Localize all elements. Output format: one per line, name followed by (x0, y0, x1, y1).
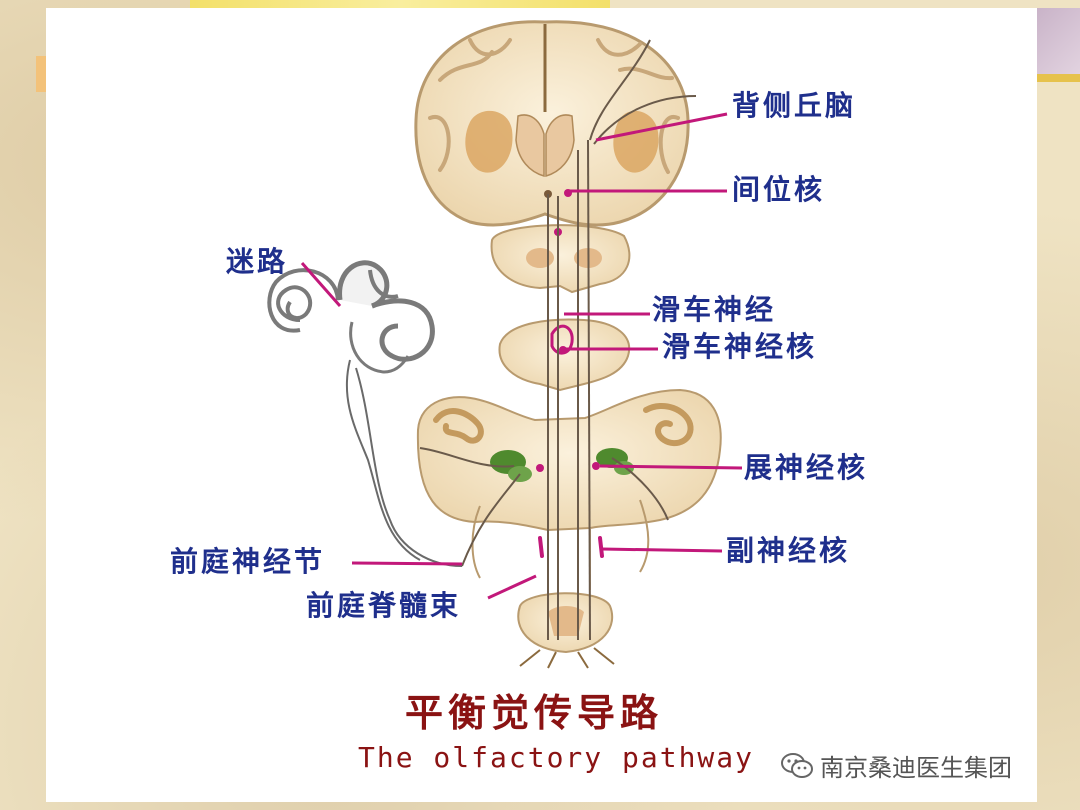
label-trochlear-nerve: 滑车神经 (652, 293, 777, 326)
title-english: The olfactory pathway (358, 741, 755, 774)
left-decorative-bar (36, 56, 46, 92)
wechat-logo-icon (781, 752, 813, 778)
label-vestibulospinal-tract: 前庭脊髓束 (306, 589, 462, 622)
midbrain-section (490, 224, 631, 294)
label-accessory-nucleus: 副神经核 (726, 534, 851, 567)
corner-decorative-bar (1037, 74, 1080, 82)
label-interstitial-nucleus: 间位核 (732, 173, 826, 206)
top-decorative-strip (190, 0, 610, 8)
label-dorsal-thalamus: 背侧丘脑 (732, 89, 857, 122)
label-labyrinth: 迷路 (226, 245, 289, 278)
label-vestibular-ganglion: 前庭神经节 (170, 545, 326, 578)
leader-lines (300, 112, 743, 600)
medulla-section (416, 388, 722, 590)
spinal-cord-section (517, 592, 615, 669)
cerebrum-section (414, 20, 690, 227)
corner-decorative-swatch (1037, 8, 1080, 74)
tract-fibers (419, 39, 697, 641)
title-chinese: 平衡觉传导路 (405, 690, 664, 735)
watermark: 南京桑迪医生集团 (780, 748, 1012, 783)
pons-section (498, 318, 631, 392)
labyrinth-illustration (267, 260, 463, 567)
label-trochlear-nucleus: 滑车神经核 (662, 330, 818, 363)
watermark-text: 南京桑迪医生集团 (820, 754, 1012, 782)
label-abducens-nucleus: 展神经核 (744, 451, 869, 484)
